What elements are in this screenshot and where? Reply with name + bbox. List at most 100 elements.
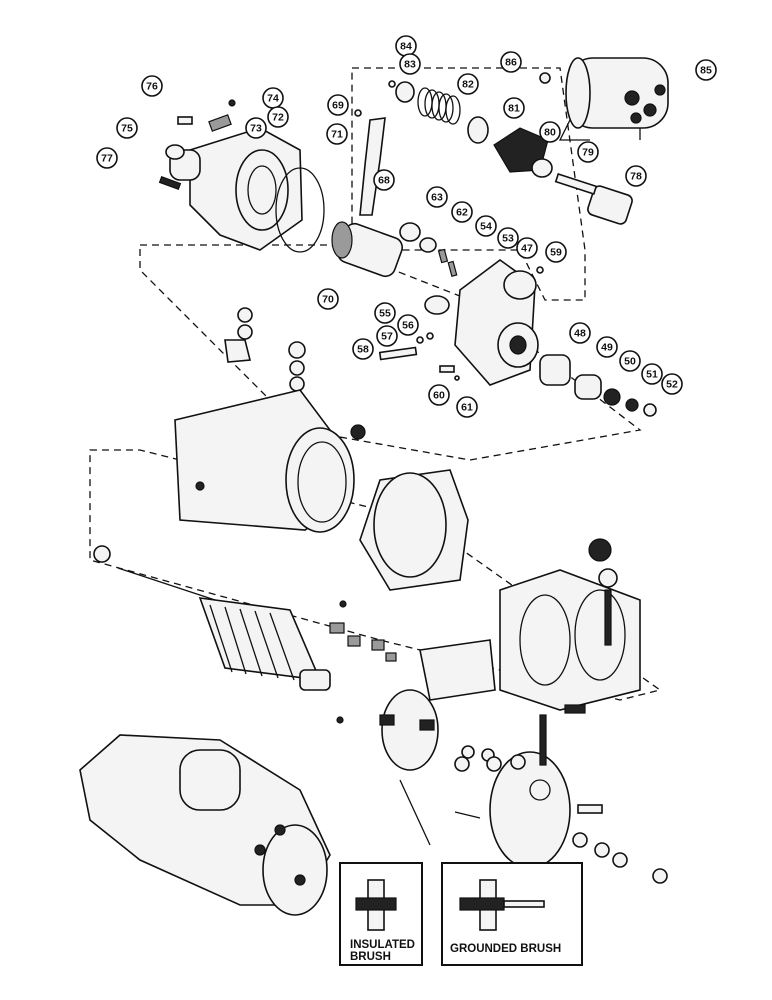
washer-79 xyxy=(531,158,553,178)
insulator-strip xyxy=(564,704,586,714)
ring-57 xyxy=(416,336,424,344)
screw-60 xyxy=(439,365,455,373)
callout-51: 51 xyxy=(641,363,663,385)
callout-74: 74 xyxy=(262,87,284,109)
gasket-71 xyxy=(275,167,325,253)
callout-number: 84 xyxy=(400,41,412,53)
nut-frame xyxy=(350,424,366,440)
callout-number: 47 xyxy=(521,243,533,255)
end-stud xyxy=(539,714,547,766)
callout-70: 70 xyxy=(317,288,339,310)
nut-86 xyxy=(539,72,551,84)
nut-50 xyxy=(603,388,621,406)
callout-57: 57 xyxy=(376,325,398,347)
callout-number: 68 xyxy=(378,175,390,187)
assembled-starter xyxy=(79,734,331,916)
callout-72: 72 xyxy=(267,106,289,128)
callout-69: 69 xyxy=(327,94,349,116)
callout-number: 72 xyxy=(272,112,284,124)
ring-56 xyxy=(426,332,434,340)
pin-58 xyxy=(378,346,418,361)
callout-86: 86 xyxy=(500,51,522,73)
callout-number: 59 xyxy=(550,247,562,259)
nut-51 xyxy=(625,398,639,412)
callout-number: 78 xyxy=(630,171,642,183)
washer-armature-end xyxy=(93,545,111,563)
small-bolt xyxy=(336,716,344,724)
callout-number: 70 xyxy=(322,294,334,306)
callout-80: 80 xyxy=(539,121,561,143)
callout-47: 47 xyxy=(516,237,538,259)
callout-54: 54 xyxy=(475,215,497,237)
callout-68: 68 xyxy=(373,169,395,191)
callout-number: 50 xyxy=(624,356,636,368)
callout-number: 77 xyxy=(101,153,113,165)
callout-number: 61 xyxy=(461,402,473,414)
callout-61: 61 xyxy=(456,396,478,418)
bushing-48 xyxy=(539,354,571,386)
bushing-75 xyxy=(165,144,185,160)
washer-81 xyxy=(467,116,489,144)
callout-number: 62 xyxy=(456,207,468,219)
screw-74 xyxy=(228,99,236,107)
brush-set xyxy=(329,622,397,662)
callout-50: 50 xyxy=(619,350,641,372)
callout-58: 58 xyxy=(352,338,374,360)
washer-55 xyxy=(424,295,450,315)
callout-number: 63 xyxy=(431,192,443,204)
pole-shoe xyxy=(419,639,496,701)
callout-number: 74 xyxy=(267,93,279,105)
callout-number: 73 xyxy=(250,123,262,135)
washer-62 xyxy=(419,237,437,253)
callout-73: 73 xyxy=(245,117,267,139)
callout-81: 81 xyxy=(503,97,525,119)
spring-82 xyxy=(417,87,461,125)
callout-71: 71 xyxy=(326,123,348,145)
drive-assembly-70 xyxy=(331,221,404,278)
inset-pointer xyxy=(399,779,431,846)
callout-59: 59 xyxy=(545,241,567,263)
field-coils xyxy=(499,569,641,711)
callout-55: 55 xyxy=(374,302,396,324)
washer-52 xyxy=(643,403,657,417)
bearing-49 xyxy=(574,374,602,400)
solenoid-part xyxy=(558,57,669,141)
grounded-brush-label: GROUNDED BRUSH xyxy=(450,943,561,955)
pole-shoe-shield xyxy=(359,469,469,591)
callout-53: 53 xyxy=(497,227,519,249)
washer-63 xyxy=(399,222,421,242)
end-hardware xyxy=(454,745,668,884)
commutator-end-frame xyxy=(379,689,439,771)
small-screw xyxy=(339,600,347,608)
insulated-brush-label-2: BRUSH xyxy=(350,951,391,963)
callout-number: 57 xyxy=(381,331,393,343)
terminal-washer xyxy=(598,568,618,588)
plug-73 xyxy=(208,114,232,132)
callout-number: 53 xyxy=(502,233,514,245)
callout-52: 52 xyxy=(661,373,683,395)
callout-number: 79 xyxy=(582,147,594,159)
callout-63: 63 xyxy=(426,186,448,208)
drive-housing-part xyxy=(169,127,303,251)
callout-56: 56 xyxy=(397,314,419,336)
insulated-brush-label-1: INSULATED xyxy=(350,939,415,951)
callout-number: 48 xyxy=(574,328,586,340)
callout-77: 77 xyxy=(96,147,118,169)
callout-75: 75 xyxy=(116,117,138,139)
callout-number: 71 xyxy=(331,129,343,141)
terminal-stud xyxy=(588,538,612,562)
callout-number: 55 xyxy=(379,308,391,320)
armature xyxy=(117,567,331,691)
callout-82: 82 xyxy=(457,73,479,95)
callout-number: 58 xyxy=(357,344,369,356)
pin-54 xyxy=(437,248,449,264)
plunger-part xyxy=(554,173,633,225)
plug-76 xyxy=(177,116,193,125)
callout-62: 62 xyxy=(451,201,473,223)
callout-76: 76 xyxy=(141,75,163,97)
callout-number: 51 xyxy=(646,369,658,381)
insulated-brush-inset: INSULATED BRUSH xyxy=(339,862,423,966)
callout-number: 83 xyxy=(404,59,416,71)
callout-number: 76 xyxy=(146,81,158,93)
